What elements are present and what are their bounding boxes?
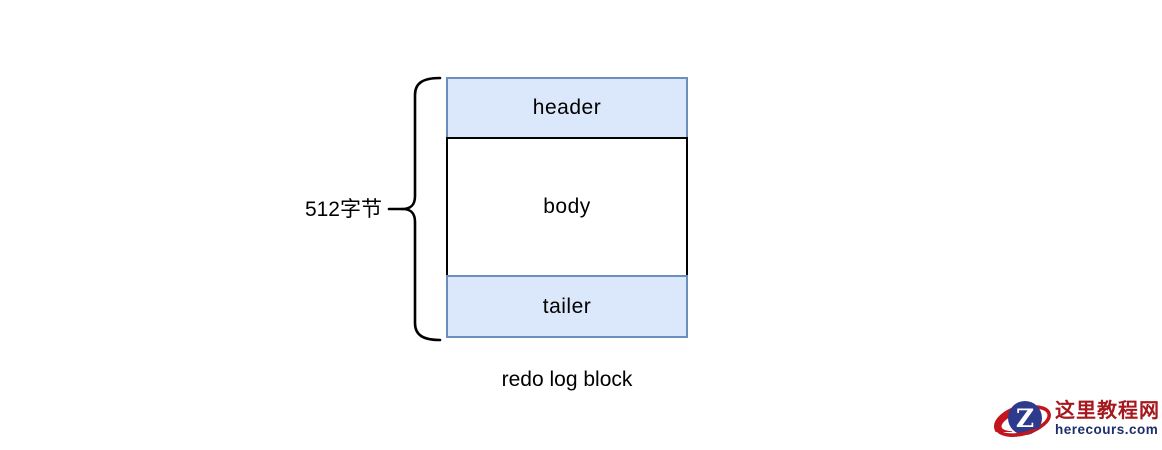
site-domain: herecours.com [1055, 422, 1159, 437]
curly-brace-path [400, 76, 442, 342]
block-header: header [446, 77, 688, 139]
site-name: 这里教程网 [1055, 400, 1160, 422]
block-tailer: tailer [446, 275, 688, 338]
block-body-label: body [543, 195, 591, 218]
orbit-crescent [994, 403, 1012, 432]
globe-circle [1008, 401, 1042, 435]
size-label: 512字节 [304, 198, 382, 221]
logo-letter: Z [1016, 404, 1034, 433]
curly-brace [387, 76, 442, 342]
watermark: Z 这里教程网 herecours.com [990, 392, 1160, 448]
watermark-text: 这里教程网 herecours.com [1055, 400, 1160, 440]
site-logo-icon: Z [994, 401, 1051, 437]
diagram-caption: redo log block [501, 368, 633, 391]
block-tailer-label: tailer [542, 294, 592, 318]
block-body: body [446, 137, 688, 277]
block-header-label: header [532, 96, 602, 119]
orbit-front-arc [1010, 429, 1051, 437]
